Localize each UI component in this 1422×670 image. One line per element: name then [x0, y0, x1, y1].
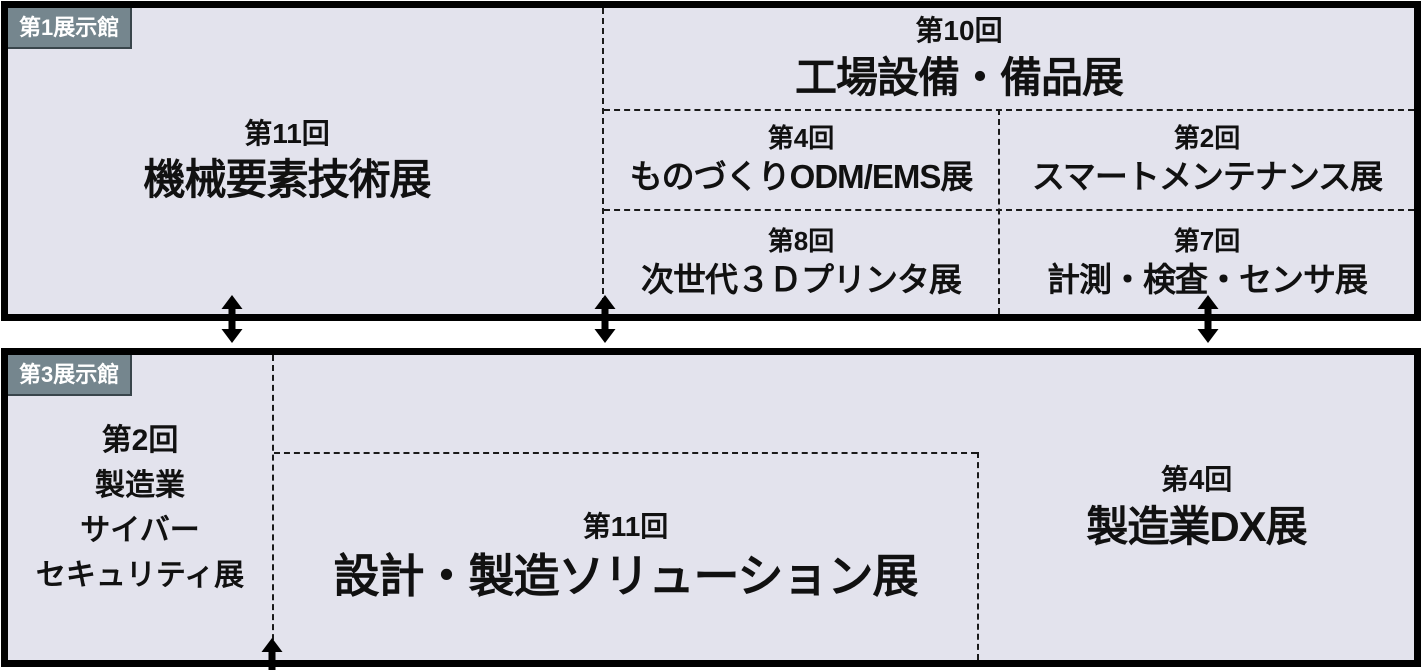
- section-edition: 第10回: [915, 15, 1003, 46]
- hall-1-right-region: 第10回 工場設備・備品展 第4回 ものづくりODM/EMS展 第2回 スマート…: [604, 8, 1414, 314]
- section-edition: 第11回: [582, 511, 669, 543]
- section-edition: 第2回: [1173, 123, 1241, 154]
- section-title: 機械要素技術展: [143, 156, 431, 204]
- double-arrow-icon: [221, 295, 243, 343]
- section-title: 計測・検査・センサ展: [1047, 260, 1368, 298]
- dashed-divider-vertical: [998, 109, 1000, 314]
- section-odm-ems: 第4回 ものづくりODM/EMS展: [604, 111, 998, 209]
- section-factory-facilities: 第10回 工場設備・備品展: [604, 8, 1414, 109]
- double-arrow-icon: [1197, 295, 1219, 343]
- section-title-line: セキュリティ展: [35, 558, 245, 592]
- dashed-divider-horizontal: [604, 209, 1414, 211]
- section-title: 設計・製造ソリューション展: [333, 549, 918, 602]
- dashed-divider-vertical: [602, 8, 604, 314]
- section-measurement-sensor: 第7回 計測・検査・センサ展: [1000, 211, 1414, 314]
- dashed-divider-vertical: [977, 452, 979, 660]
- hall-3-label: 第3展示館: [8, 355, 133, 397]
- section-title: 製造業DX展: [1086, 502, 1307, 550]
- section-edition: 第8回: [767, 225, 835, 256]
- section-smart-maintenance: 第2回 スマートメンテナンス展: [1000, 111, 1414, 209]
- section-mechanical-components: 第11回 機械要素技術展: [8, 8, 602, 314]
- section-edition: 第7回: [1173, 225, 1241, 256]
- section-edition: 第4回: [1160, 464, 1233, 495]
- double-arrow-icon: [594, 295, 616, 343]
- section-edition: 第4回: [767, 123, 835, 154]
- hall-1: 第1展示館 第11回 機械要素技術展 第10回 工場設備・備品展 第4回 ものづ…: [1, 1, 1421, 321]
- section-title: ものづくりODM/EMS展: [629, 158, 974, 196]
- section-manufacturing-dx: 第4回 製造業DX展: [979, 355, 1414, 660]
- section-design-solution: 第11回 設計・製造ソリューション展: [274, 454, 977, 660]
- section-edition: 第2回: [101, 423, 179, 457]
- dashed-divider-horizontal: [604, 109, 1414, 111]
- hall-3: 第3展示館 第2回 製造業 サイバー セキュリティ展 第11回 設計・製造ソリュ…: [1, 348, 1421, 667]
- up-arrow-icon: [261, 638, 283, 670]
- section-title: 次世代３Ｄプリンタ展: [641, 260, 962, 298]
- dashed-divider-horizontal: [274, 452, 977, 454]
- section-3d-printer: 第8回 次世代３Ｄプリンタ展: [604, 211, 998, 314]
- hall-1-label: 第1展示館: [8, 8, 133, 50]
- section-title-line: 製造業: [95, 468, 185, 502]
- dashed-divider-vertical: [272, 355, 274, 660]
- section-title: 工場設備・備品展: [794, 53, 1124, 101]
- section-cybersecurity: 第2回 製造業 サイバー セキュリティ展: [8, 355, 272, 660]
- section-title-line: サイバー: [80, 513, 200, 547]
- section-edition: 第11回: [244, 117, 330, 149]
- section-title: スマートメンテナンス展: [1031, 158, 1383, 196]
